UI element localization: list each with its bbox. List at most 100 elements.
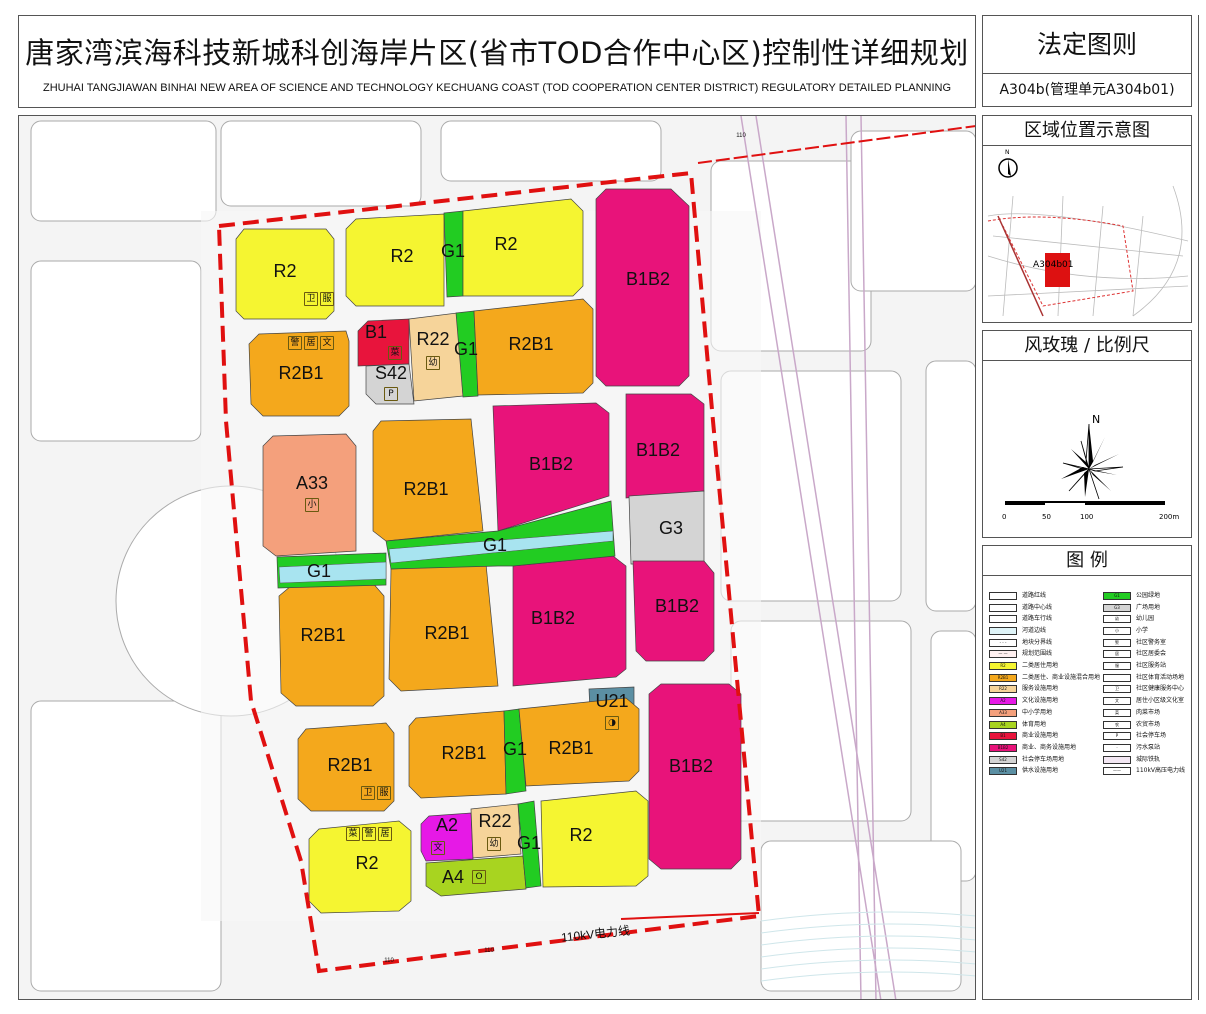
legend-item: 服社区服务站 bbox=[1103, 660, 1166, 672]
wind-rose: N 0 50 100 200m bbox=[1002, 413, 1179, 521]
parcel-r22 bbox=[470, 803, 522, 859]
legend-swatch: 幼 bbox=[1103, 615, 1131, 624]
parcel-r2b1 bbox=[248, 330, 350, 417]
parcel-code[interactable]: G1 bbox=[453, 339, 479, 359]
legend-swatch: A2 bbox=[989, 697, 1017, 706]
parcel-code[interactable]: R2B1 bbox=[403, 479, 449, 499]
parcel-b1 bbox=[357, 318, 410, 367]
parcel-code[interactable]: G1 bbox=[440, 241, 466, 261]
legend-item: 城际铁轨 bbox=[1103, 754, 1160, 766]
parcel-code[interactable]: B1B2 bbox=[654, 596, 700, 616]
parcel-r2 bbox=[308, 820, 412, 914]
legend-label: 农贸市场 bbox=[1136, 720, 1161, 728]
parcel-code[interactable]: B1B2 bbox=[625, 269, 671, 289]
rose-north-label: N bbox=[1092, 413, 1100, 426]
parcel-code[interactable]: G1 bbox=[516, 833, 542, 853]
parcel-code[interactable]: R22 bbox=[478, 811, 512, 831]
facility-icon: O bbox=[472, 870, 486, 884]
parcel-code[interactable]: R2B1 bbox=[278, 363, 324, 383]
legend-label: 幼儿园 bbox=[1136, 615, 1155, 623]
wind-rose-scale-panel: 风玫瑰 / 比例尺 N 0 50 100 200m bbox=[982, 330, 1192, 538]
management-unit: A304b(管理单元A304b01) bbox=[999, 82, 1175, 98]
parcel-code[interactable]: G1 bbox=[482, 535, 508, 555]
scale-bar bbox=[1005, 501, 1045, 505]
parcel-code[interactable]: R22 bbox=[416, 329, 450, 349]
parcel-code[interactable]: R2B1 bbox=[508, 334, 554, 354]
legend-swatch: B1B2 bbox=[989, 743, 1017, 752]
parcel-code[interactable]: G1 bbox=[306, 561, 332, 581]
legend-label: 服务设施用地 bbox=[1022, 685, 1059, 693]
facility-icon: 幼 bbox=[426, 356, 440, 370]
legend-label: 污水泵站 bbox=[1136, 743, 1161, 751]
parcel-code[interactable]: G3 bbox=[658, 518, 684, 538]
parcel-r2 bbox=[235, 228, 335, 320]
parcel-code[interactable]: B1 bbox=[364, 322, 388, 342]
parcel-code[interactable]: R2B1 bbox=[548, 738, 594, 758]
parcel-code[interactable]: A2 bbox=[435, 815, 459, 835]
parcel-code[interactable]: U21 bbox=[595, 691, 629, 711]
facility-icons: 幼 bbox=[426, 356, 440, 370]
legend-label: 地块分界线 bbox=[1022, 638, 1053, 646]
parcel-code[interactable]: R2B1 bbox=[327, 755, 373, 775]
parcel-r2b1 bbox=[473, 298, 594, 396]
parcel-code[interactable]: R2 bbox=[494, 234, 518, 254]
legend-item: 道路中心线 bbox=[989, 602, 1052, 614]
parcel-code[interactable]: G1 bbox=[502, 739, 528, 759]
parcel-code[interactable]: S42 bbox=[374, 363, 408, 383]
legend-label: 居住小区级文化室 bbox=[1136, 697, 1185, 705]
parcel-code[interactable]: B1B2 bbox=[635, 440, 681, 460]
parcel-code[interactable]: B1B2 bbox=[530, 608, 576, 628]
legend-label: 中小学用地 bbox=[1022, 708, 1053, 716]
planning-boundary bbox=[216, 170, 762, 974]
legend-swatch bbox=[1103, 755, 1131, 764]
legend-label: 供水设施用地 bbox=[1022, 767, 1059, 775]
parcel-code[interactable]: R2B1 bbox=[441, 743, 487, 763]
coastline bbox=[760, 935, 975, 946]
location-panel: 区域位置示意图 N A304b01 bbox=[982, 115, 1192, 323]
parcel-code[interactable]: R2 bbox=[273, 261, 297, 281]
facility-icons: O bbox=[472, 870, 486, 884]
parcel-code[interactable]: R2B1 bbox=[300, 625, 346, 645]
parcel-code[interactable]: A33 bbox=[295, 473, 329, 493]
location-unit-label: A304b01 bbox=[1033, 260, 1074, 270]
title-block: 唐家湾滨海科技新城科创海岸片区(省市TOD合作中心区)控制性详细规划 ZHUHA… bbox=[18, 15, 976, 108]
parcel-code[interactable]: B1B2 bbox=[668, 756, 714, 776]
legend-swatch: 服 bbox=[1103, 662, 1131, 671]
parcel-b1b2 bbox=[632, 560, 715, 662]
parcel-code[interactable]: R2 bbox=[355, 853, 379, 873]
intercity-rail-line bbox=[740, 116, 882, 999]
background-block bbox=[850, 130, 975, 292]
facility-icons: 小 bbox=[305, 498, 319, 512]
legend-swatch: R2 bbox=[989, 662, 1017, 671]
parcel-code[interactable]: R2B1 bbox=[424, 623, 470, 643]
parcel-g1 bbox=[517, 800, 542, 889]
parcel-code[interactable]: A4 bbox=[441, 867, 465, 887]
legend-swatch: R22 bbox=[989, 685, 1017, 694]
facility-icon: 文 bbox=[431, 841, 445, 855]
legend-label: 社区服务站 bbox=[1136, 662, 1167, 670]
legend-swatch: B1 bbox=[989, 732, 1017, 741]
facility-icon: 菜 bbox=[346, 827, 360, 841]
legend-label: 社区警务室 bbox=[1136, 638, 1167, 646]
parcel-r2b1 bbox=[518, 697, 640, 787]
background-block bbox=[30, 700, 222, 992]
legend-label: 道路红线 bbox=[1022, 591, 1047, 599]
parcel-code[interactable]: R2 bbox=[569, 825, 593, 845]
legend-swatch: 菜 bbox=[1103, 708, 1131, 717]
facility-icons: P bbox=[384, 387, 398, 401]
parcel-code[interactable]: R2 bbox=[390, 246, 414, 266]
parcel-code[interactable]: B1B2 bbox=[528, 454, 574, 474]
legend-item: 居社区居委会 bbox=[1103, 649, 1166, 661]
location-title: 区域位置示意图 bbox=[983, 116, 1191, 146]
legend-item: 菜肉菜市场 bbox=[1103, 707, 1160, 719]
legend-swatch: 小 bbox=[1103, 626, 1131, 635]
legend-swatch: A33 bbox=[989, 708, 1017, 717]
coastline bbox=[760, 923, 975, 934]
legend-item: ——110kV高压电力线 bbox=[1103, 766, 1185, 778]
legend-label: 社会停车场 bbox=[1136, 732, 1167, 740]
